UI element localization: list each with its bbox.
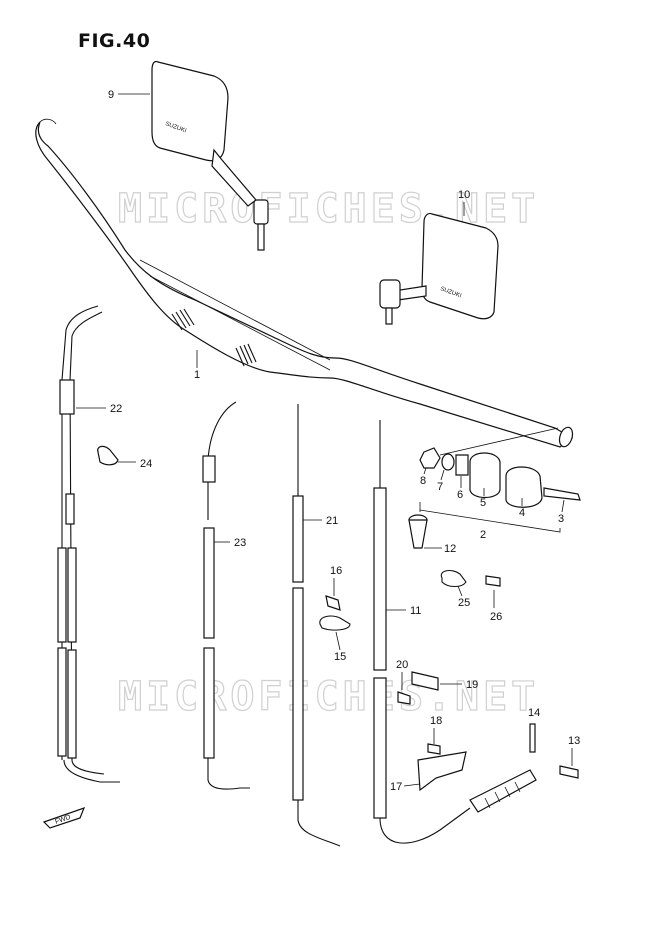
handlebar — [35, 118, 574, 448]
callout-24: 24 — [140, 458, 152, 470]
callout-20: 20 — [396, 659, 408, 671]
bracket-17-18 — [417, 743, 467, 792]
balancer-assembly — [419, 427, 581, 508]
mirror-left: SUZUKI — [151, 60, 269, 251]
callout-8: 8 — [420, 475, 426, 487]
callout-1: 1 — [194, 369, 200, 381]
callout-5: 5 — [480, 497, 486, 509]
clamp-24 — [97, 445, 119, 466]
callout-13: 13 — [568, 735, 580, 747]
mirror-right-mount — [379, 279, 401, 309]
callout-19: 19 — [466, 679, 478, 691]
callouts: 1 2 3 4 5 6 7 8 9 10 11 12 13 14 15 16 1… — [76, 89, 580, 793]
callout-7: 7 — [437, 481, 443, 493]
throttle-grip — [408, 514, 428, 549]
hardware-25-26 — [440, 569, 501, 588]
brake-cable-11 — [373, 420, 537, 844]
weight-4 — [505, 466, 543, 508]
clutch-cable-21 — [292, 404, 341, 847]
washer-7 — [441, 453, 455, 471]
callout-15: 15 — [334, 651, 346, 663]
callout-11: 11 — [410, 605, 421, 617]
weight-5 — [469, 452, 501, 499]
callout-4: 4 — [519, 507, 525, 519]
callout-21: 21 — [326, 515, 338, 527]
callout-22: 22 — [110, 403, 122, 415]
callout-9: 9 — [108, 89, 114, 101]
callout-2: 2 — [480, 529, 486, 541]
callout-3: 3 — [558, 513, 564, 525]
fwd-arrow: FWD — [42, 806, 86, 829]
hardware-13-14 — [529, 723, 579, 779]
callout-6: 6 — [457, 489, 463, 501]
callout-17: 17 — [390, 781, 402, 793]
callout-16: 16 — [330, 565, 342, 577]
callout-25: 25 — [458, 597, 470, 609]
bolt-3 — [543, 487, 581, 501]
mirror-left-mount — [253, 199, 269, 225]
figure-title: FIG.40 — [78, 30, 151, 52]
throttle-cable-22 — [57, 305, 120, 783]
mirror-right: SUZUKI — [379, 212, 499, 325]
callout-10: 10 — [458, 189, 470, 201]
knurl-band-right — [235, 343, 257, 367]
spacer-6 — [455, 454, 469, 476]
callout-14: 14 — [528, 707, 540, 719]
watermark-bottom: MICROFICHES.NET — [118, 674, 539, 720]
hardware-16-15 — [319, 595, 351, 631]
callout-18: 18 — [430, 715, 442, 727]
callout-23: 23 — [234, 537, 246, 549]
callout-12: 12 — [444, 543, 456, 555]
choke-cable-23 — [202, 401, 250, 790]
hardware-19-20 — [397, 671, 439, 705]
callout-26: 26 — [490, 611, 502, 623]
nut-8 — [419, 447, 441, 469]
knurl-band-left — [171, 308, 195, 331]
